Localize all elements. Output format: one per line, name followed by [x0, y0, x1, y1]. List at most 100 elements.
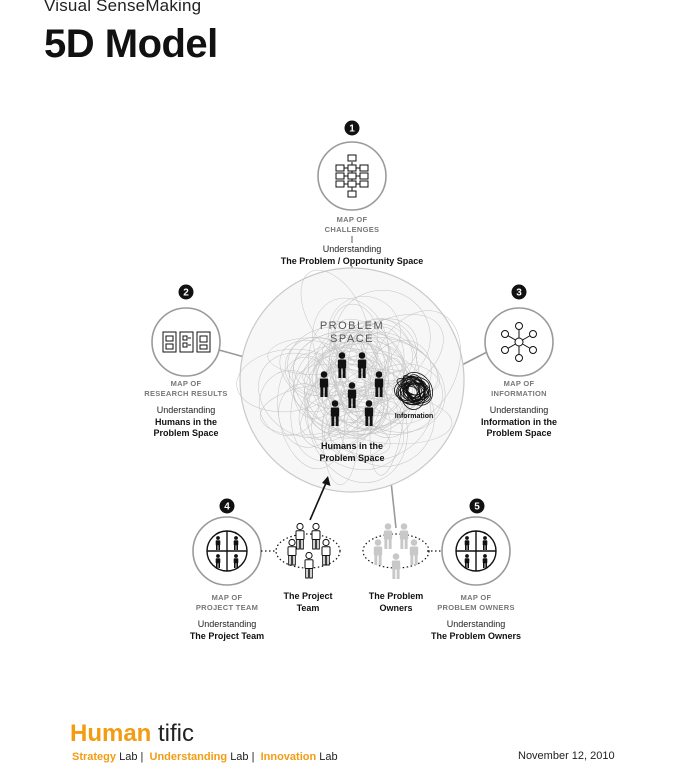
labs-line: Strategy Lab | Understanding Lab | Innov…	[72, 751, 338, 763]
lab-3-bold: Innovation	[260, 751, 317, 763]
lab-1-rest: Lab |	[119, 751, 144, 763]
research-cards-icon	[162, 331, 211, 353]
knot-stroke	[402, 385, 418, 401]
badge-5-number: 5	[474, 502, 480, 513]
humantific-logo: Human tific	[70, 720, 194, 748]
badge-4-number: 4	[224, 502, 230, 513]
project-team-people-icon	[287, 522, 331, 579]
project-team-ellipse	[275, 533, 341, 569]
scribble-stroke	[370, 331, 440, 391]
scribble-stroke	[290, 337, 385, 462]
date-label: November 12, 2010	[518, 750, 615, 762]
knot-stroke	[403, 377, 428, 401]
node-3-kicker-1: MAP OF	[503, 379, 535, 388]
problem-space-label-1: PROBLEM	[320, 320, 384, 332]
node-3-kicker-2: INFORMATION	[491, 389, 547, 398]
scribble-stroke	[357, 363, 443, 435]
node-4-understanding: Understanding	[197, 619, 257, 629]
badge-1-number: 1	[349, 124, 355, 135]
node-2-kicker-1: MAP OF	[170, 379, 202, 388]
scribble-stroke	[347, 318, 421, 439]
node-5-kicker-1: MAP OF	[460, 593, 492, 602]
node-1-kicker-1: MAP OF	[336, 215, 368, 224]
scribble-stroke	[300, 269, 369, 360]
project-team-line2: Team	[296, 602, 320, 613]
node-2-kicker-2: RESEARCH RESULTS	[144, 389, 228, 398]
project-team-caption: The Project Team	[268, 591, 348, 614]
lab-2-bold: Understanding	[149, 751, 228, 763]
badge-4	[219, 498, 235, 514]
scribble-stroke	[370, 310, 461, 425]
node-4-caption: MAP OF PROJECT TEAM Understanding The Pr…	[137, 593, 317, 642]
scribble-stroke	[334, 326, 386, 417]
owners-quadrant-icon	[455, 530, 497, 572]
scribble-stroke	[325, 398, 402, 432]
node-4-kicker-2: PROJECT TEAM	[195, 603, 259, 612]
problem-owners-people-icon	[373, 523, 419, 579]
badge-1	[344, 120, 360, 136]
humans-caption: Humans in the Problem Space	[292, 441, 412, 464]
scribble-stroke	[287, 327, 368, 397]
node-2-bold-1: Humans in the	[154, 416, 217, 427]
node-1-understanding: Understanding	[322, 244, 382, 254]
information-knot-icon	[394, 372, 434, 410]
node-2-caption: MAP OF RESEARCH RESULTS Understanding Hu…	[96, 379, 276, 440]
brand-bold: Human	[70, 720, 152, 747]
supertitle: Visual SenseMaking	[44, 0, 202, 15]
scribble-stroke	[306, 369, 389, 439]
scribble-stroke	[321, 331, 439, 400]
team-to-space-arrow	[309, 476, 331, 521]
scribble-stroke	[284, 336, 345, 396]
scribble-stroke	[328, 296, 401, 368]
lab-2-rest: Lab |	[230, 751, 255, 763]
node-3-understanding: Understanding	[489, 405, 549, 415]
team-quadrant-icon	[206, 530, 248, 572]
badge-3-number: 3	[516, 288, 522, 299]
badge-2	[178, 284, 194, 300]
scribble-stroke	[312, 297, 389, 389]
problem-space-label-2: SPACE	[330, 333, 374, 345]
lab-3-rest: Lab	[319, 751, 338, 763]
node-5-caption: MAP OF PROBLEM OWNERS Understanding The …	[386, 593, 566, 642]
node-5-kicker-2: PROBLEM OWNERS	[437, 603, 515, 612]
problem-owners-caption: The Problem Owners	[356, 591, 436, 614]
scribble-stroke	[303, 355, 389, 436]
knot-stroke	[394, 376, 430, 402]
scribble-stroke	[311, 393, 404, 470]
node-3-bold-1: Information in the	[481, 416, 557, 427]
scribble-stroke	[302, 343, 378, 388]
node-4-bold-1: The Project Team	[189, 630, 265, 641]
knot-stroke	[400, 382, 431, 406]
node-3-bold-2: Problem Space	[486, 428, 552, 438]
brand-rest: tific	[158, 720, 195, 747]
humans-caption-line1: Humans in the	[320, 441, 383, 451]
node-2-bold-2: Problem Space	[153, 428, 219, 438]
scribble-stroke	[304, 322, 390, 442]
knot-stroke	[406, 380, 421, 403]
humans-caption-line2: Problem Space	[319, 452, 385, 463]
scribble-stroke	[361, 318, 418, 374]
knot-stroke	[404, 377, 426, 403]
scribble-stroke	[293, 346, 347, 419]
node-4-kicker-1: MAP OF	[211, 593, 243, 602]
scribble-stroke	[327, 352, 413, 431]
scribble-stroke	[330, 394, 453, 445]
knot-stroke	[403, 382, 426, 396]
scribble-stroke	[267, 337, 358, 375]
node-1-caption: MAP OF CHALLENGES Understanding The Prob…	[262, 215, 442, 267]
badge-2-number: 2	[183, 288, 189, 299]
scribble-stroke	[307, 364, 408, 483]
node-1-kicker-2: CHALLENGES	[324, 225, 380, 234]
node-5-understanding: Understanding	[446, 619, 506, 629]
problem-owners-line1: The Problem	[368, 591, 424, 601]
node-3-caption: MAP OF INFORMATION Understanding Informa…	[429, 379, 609, 440]
badge-3	[511, 284, 527, 300]
knot-stroke	[401, 372, 434, 406]
node-5-bold-1: The Problem Owners	[430, 630, 522, 641]
flowchart-icon	[335, 154, 369, 198]
lab-1-bold: Strategy	[72, 751, 117, 763]
scribble-stroke	[258, 352, 348, 439]
problem-owners-line2: Owners	[379, 602, 413, 613]
node-2-understanding: Understanding	[156, 405, 216, 415]
